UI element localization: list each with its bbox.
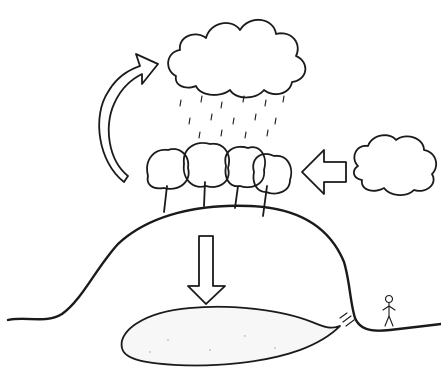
evapotranspiration-arrow <box>99 54 158 182</box>
infiltration-arrow <box>188 236 225 304</box>
inflow-arrow <box>302 150 346 194</box>
forest-trees <box>147 143 291 216</box>
stick-figure <box>383 296 395 327</box>
spring-outlet <box>340 313 354 326</box>
incoming-cloud <box>354 135 436 195</box>
groundwater-aquifer <box>122 307 340 366</box>
rain-drops <box>180 96 284 138</box>
rain-cloud <box>168 20 305 98</box>
